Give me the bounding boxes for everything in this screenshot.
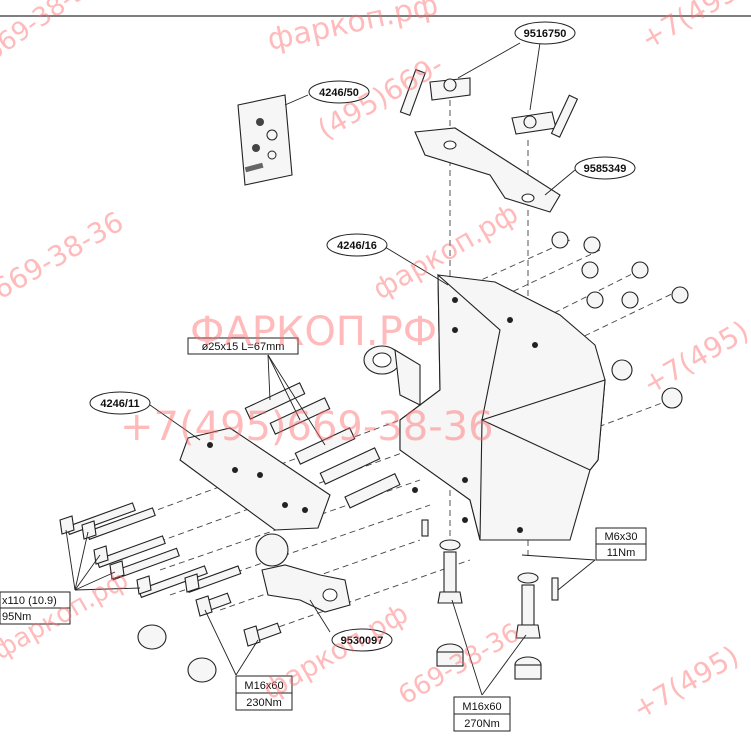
watermark-text: +7(495)669-38-36 [120, 404, 494, 450]
watermark-text: +7(495) [627, 639, 744, 726]
callout-9530097: 9530097 [331, 628, 393, 652]
long-bolts-left [59, 502, 242, 599]
callout-label: 9516750 [524, 28, 567, 40]
spec-torque: 270Nm [464, 718, 499, 730]
watermark-text: +7(495) [635, 0, 751, 56]
spec-m16-left: M16x60 230Nm [235, 675, 293, 711]
fitting-kit-4246-50 [237, 94, 293, 186]
callout-4246-11: 4246/11 [89, 391, 151, 415]
watermark-text: 669-38-36 [0, 0, 106, 68]
watermark-text: фаркоп.рф [264, 0, 441, 58]
spec-m16-right: M16x60 270Nm [453, 696, 511, 732]
callout-label: ø25x15 L=67mm [202, 341, 285, 353]
watermark-text: фаркоп.рф [257, 597, 414, 707]
bracket-plate-9585349 [414, 127, 561, 213]
watermark-text: 669-38-36 [0, 205, 129, 306]
spacer-tubes [244, 382, 401, 509]
callout-label: 9585349 [584, 163, 627, 175]
spec-size: x110 (10.9) [2, 595, 57, 607]
callout-4246-50: 4246/50 [308, 80, 370, 104]
spec-bolts-left: x110 (10.9) 95Nm [0, 591, 71, 625]
main-body-4246-16 [363, 273, 606, 541]
callout-label: 4246/11 [100, 398, 139, 410]
spec-m6: M6x30 11Nm [595, 527, 647, 561]
clamp-plate-9516750 [399, 68, 579, 138]
callout-label: 4246/16 [337, 240, 377, 252]
m16-bolts-bottom [421, 519, 559, 680]
callout-label: 4246/50 [319, 87, 359, 99]
spec-torque: 95Nm [2, 611, 31, 623]
leader-lines [65, 42, 596, 696]
callout-9516750: 9516750 [514, 21, 576, 45]
callout-label: 9530097 [341, 635, 384, 647]
spec-size: M6x30 [604, 531, 637, 543]
tow-ball-9530097 [255, 533, 351, 613]
watermark-text: ФАРКОП.РФ [190, 309, 437, 355]
nuts-right [551, 231, 689, 409]
spec-torque: 230Nm [246, 697, 281, 709]
watermark-text: +7(495) [637, 314, 751, 401]
callout-spacer: ø25x15 L=67mm [187, 337, 299, 355]
m16-bolts-left [137, 592, 282, 683]
callout-4246-16: 4246/16 [326, 233, 388, 257]
spec-torque: 11Nm [607, 547, 636, 559]
mounting-plate-4246-11 [179, 427, 331, 531]
spec-size: M16x60 [462, 701, 501, 713]
spec-size: M16x60 [244, 680, 283, 692]
callout-9585349: 9585349 [574, 156, 636, 180]
